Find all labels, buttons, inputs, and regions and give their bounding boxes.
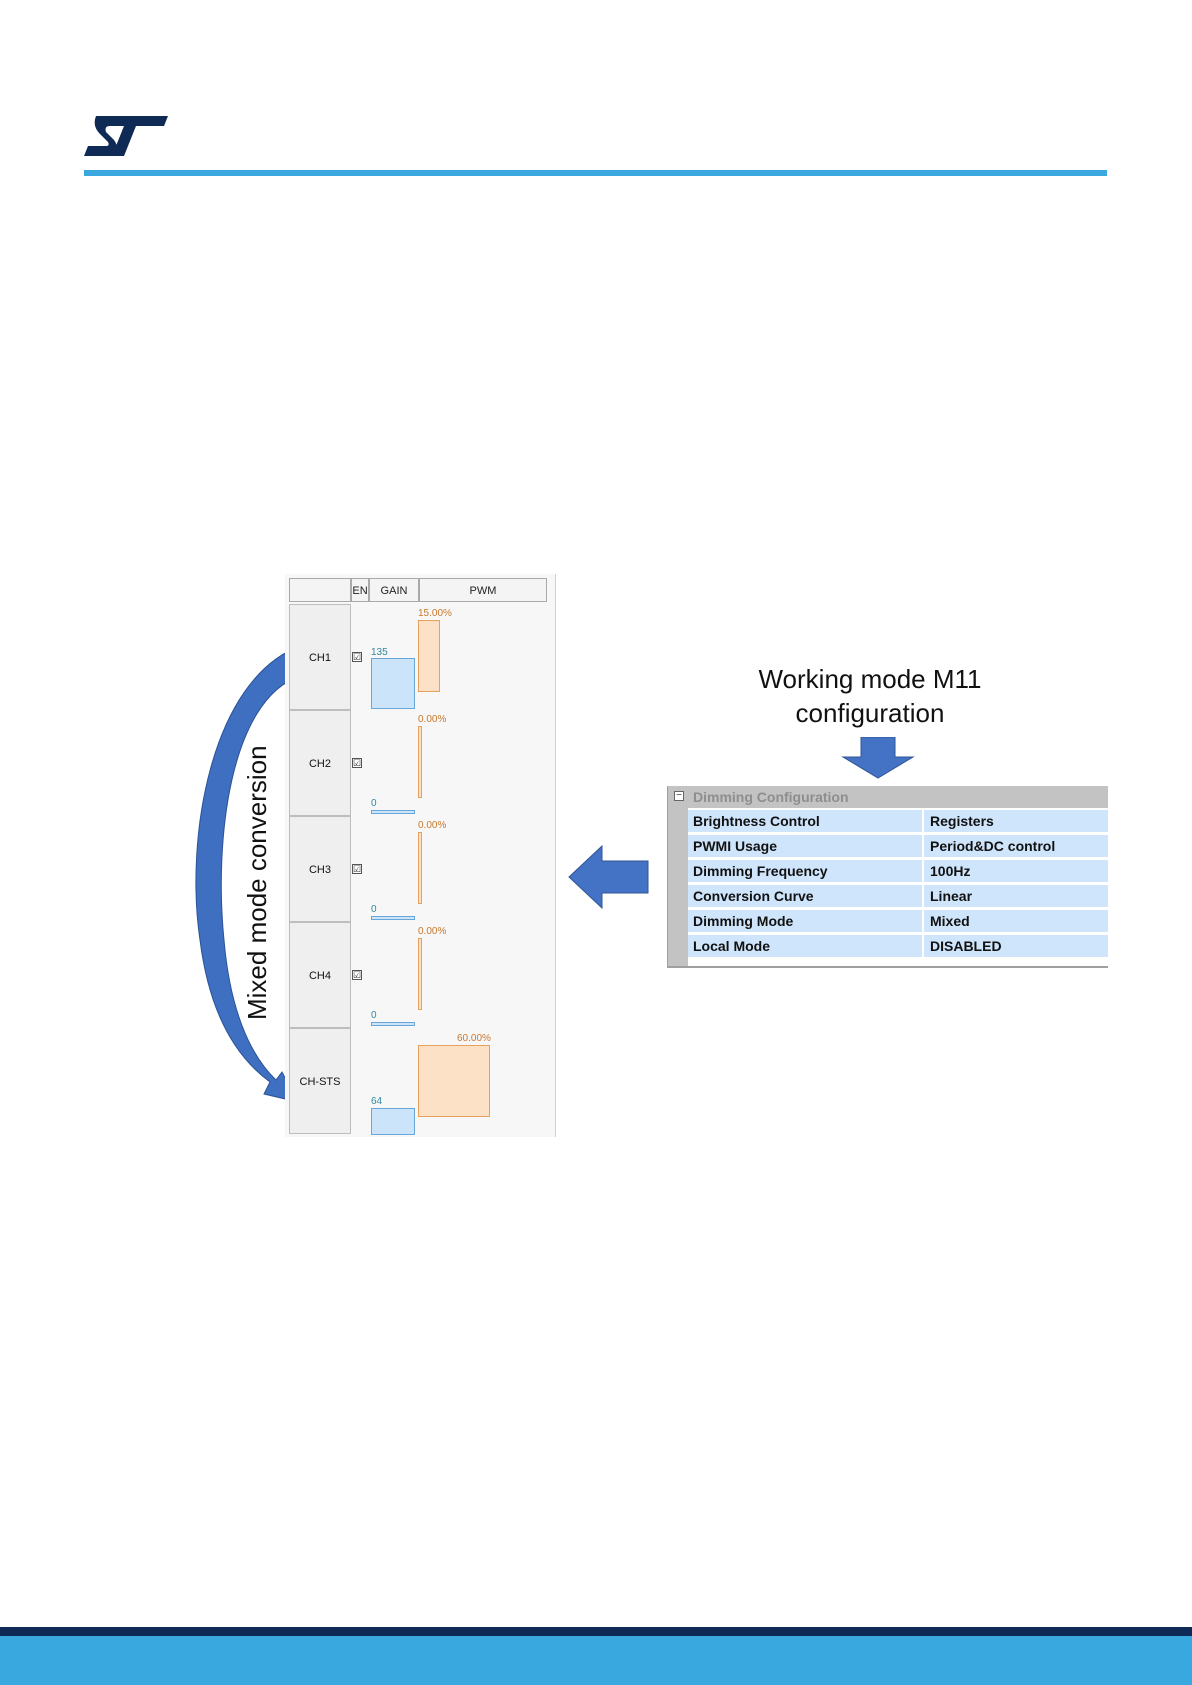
config-value[interactable]: DISABLED <box>924 935 1108 957</box>
pwm-bar-ch4[interactable] <box>418 938 422 1010</box>
config-value[interactable]: Registers <box>924 810 1108 832</box>
mixed-mode-caption: Mixed mode conversion <box>242 745 272 1020</box>
channel-label-ch4: CH4 <box>289 922 351 1028</box>
gain-bar-ch-sts[interactable] <box>371 1108 415 1135</box>
st-logo <box>84 116 168 156</box>
pwm-bar-ch3[interactable] <box>418 832 422 904</box>
config-title: Dimming Configuration <box>693 789 849 805</box>
config-row[interactable]: Dimming Mode Mixed <box>688 909 1108 932</box>
header-pwm: PWM <box>419 578 547 602</box>
pwm-value-ch3: 0.00% <box>418 820 447 831</box>
config-row[interactable]: Brightness Control Registers <box>688 809 1108 832</box>
collapse-icon[interactable]: − <box>674 791 684 801</box>
channel-label-ch1: CH1 <box>289 604 351 710</box>
gain-value-ch2: 0 <box>371 798 377 809</box>
footer-rule <box>0 1627 1192 1636</box>
config-name: Brightness Control <box>688 810 923 832</box>
channel-label-ch2: CH2 <box>289 710 351 816</box>
footer-band <box>0 1636 1192 1685</box>
working-mode-line1: Working mode M11 <box>758 664 982 694</box>
gain-value-ch4: 0 <box>371 1010 377 1021</box>
gain-bar-ch1[interactable] <box>371 658 415 709</box>
config-value[interactable]: Period&DC control <box>924 835 1108 857</box>
config-value[interactable]: Linear <box>924 885 1108 907</box>
header-en: EN <box>351 578 369 602</box>
pwm-value-ch2: 0.00% <box>418 714 447 725</box>
enable-checkbox-ch4[interactable]: ☑ <box>352 970 362 980</box>
header-rule <box>84 170 1107 176</box>
down-arrow-icon <box>841 737 915 779</box>
config-name: Conversion Curve <box>688 885 923 907</box>
header-gain: GAIN <box>369 578 419 602</box>
config-name: Local Mode <box>688 935 923 957</box>
config-name: Dimming Frequency <box>688 860 923 882</box>
pwm-bar-ch-sts[interactable] <box>418 1045 490 1117</box>
pwm-value-ch-sts: 60.00% <box>457 1033 491 1044</box>
config-header: − Dimming Configuration <box>668 786 1108 808</box>
working-mode-title: Working mode M11 configuration <box>700 662 1040 730</box>
pwm-bar-ch1[interactable] <box>418 620 440 692</box>
pwm-value-ch4: 0.00% <box>418 926 447 937</box>
pwm-value-ch1: 15.00% <box>418 608 452 619</box>
enable-checkbox-ch3[interactable]: ☑ <box>352 864 362 874</box>
pwm-bar-ch2[interactable] <box>418 726 422 798</box>
channel-label-ch-sts: CH-STS <box>289 1028 351 1134</box>
enable-checkbox-ch1[interactable]: ☑ <box>352 652 362 662</box>
config-name: Dimming Mode <box>688 910 923 932</box>
channel-panel: EN GAIN PWM CH1 ☑ 135 15.00% CH2 ☑ 0 0.0… <box>285 574 556 1137</box>
dimming-config-panel: − Dimming Configuration Brightness Contr… <box>667 786 1108 968</box>
gain-value-ch1: 135 <box>371 647 388 658</box>
config-gutter <box>668 808 688 966</box>
config-row[interactable]: Dimming Frequency 100Hz <box>688 859 1108 882</box>
gain-bar-ch4[interactable] <box>371 1022 415 1026</box>
config-row[interactable]: Local Mode DISABLED <box>688 934 1108 957</box>
config-value[interactable]: Mixed <box>924 910 1108 932</box>
header-blank <box>289 578 351 602</box>
gain-bar-ch2[interactable] <box>371 810 415 814</box>
gain-value-ch-sts: 64 <box>371 1096 383 1107</box>
config-value[interactable]: 100Hz <box>924 860 1108 882</box>
config-row[interactable]: Conversion Curve Linear <box>688 884 1108 907</box>
enable-checkbox-ch2[interactable]: ☑ <box>352 758 362 768</box>
config-row[interactable]: PWMI Usage Period&DC control <box>688 834 1108 857</box>
gain-value-ch3: 0 <box>371 904 377 915</box>
gain-bar-ch3[interactable] <box>371 916 415 920</box>
working-mode-line2: configuration <box>795 698 945 728</box>
mixed-mode-caption-text: Mixed mode conversion <box>242 745 272 1020</box>
channel-label-ch3: CH3 <box>289 816 351 922</box>
left-arrow-icon <box>568 845 649 909</box>
config-name: PWMI Usage <box>688 835 923 857</box>
